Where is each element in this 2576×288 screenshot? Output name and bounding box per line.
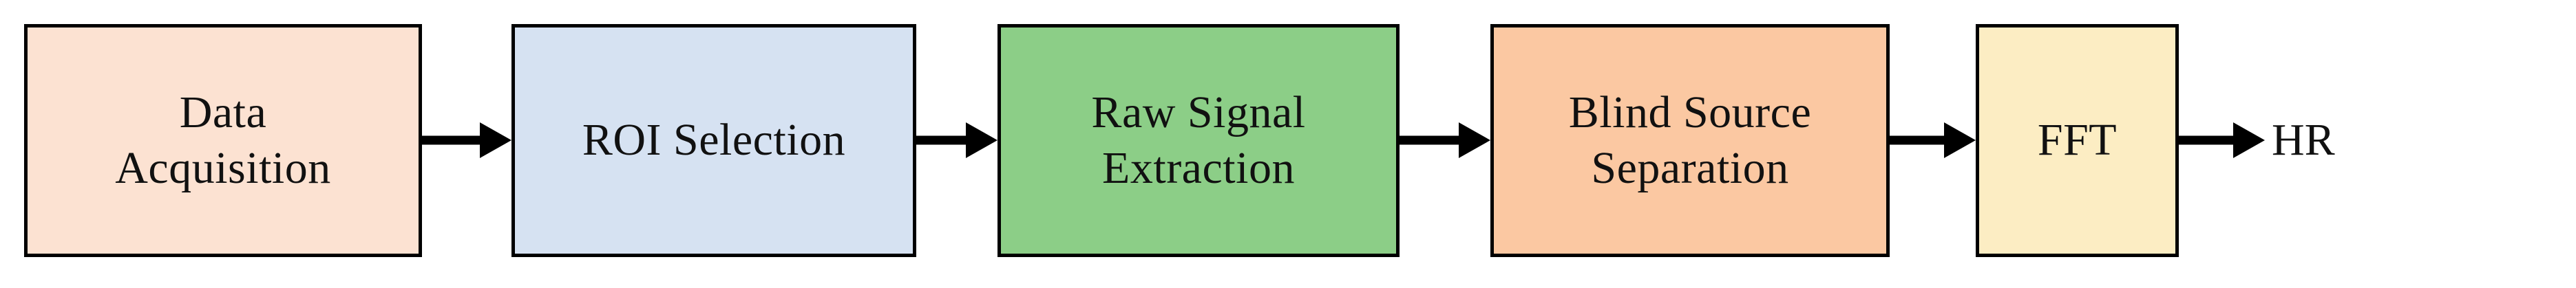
flow-node-roi-selection[interactable]: ROI Selection	[511, 24, 916, 257]
arrow-shaft	[422, 135, 480, 145]
arrow-head-icon	[480, 122, 511, 158]
arrow-head-icon	[966, 122, 997, 158]
flow-node-blind-source-separation[interactable]: Blind Source Separation	[1490, 24, 1890, 257]
arrow-shaft	[1890, 135, 1944, 145]
arrow-blind-source-separation-to-fft	[1890, 122, 1976, 158]
flow-node-label: Data Acquisition	[115, 87, 331, 193]
arrow-raw-signal-extraction-to-blind-source-separation	[1400, 122, 1490, 158]
flow-node-fft[interactable]: FFT	[1976, 24, 2179, 257]
arrow-shaft	[1400, 135, 1459, 145]
arrow-shaft	[2179, 135, 2233, 145]
flow-output-label-hr: HR	[2272, 115, 2335, 165]
flow-node-label: Blind Source Separation	[1568, 87, 1812, 193]
flow-node-label: Raw Signal Extraction	[1091, 87, 1306, 193]
arrow-shaft	[916, 135, 966, 145]
arrow-head-icon	[2233, 122, 2265, 158]
arrow-head-icon	[1459, 122, 1490, 158]
flow-node-label: ROI Selection	[582, 115, 846, 166]
flow-node-label: FFT	[2037, 115, 2118, 166]
flow-node-raw-signal-extraction[interactable]: Raw Signal Extraction	[997, 24, 1400, 257]
flow-node-data-acquisition[interactable]: Data Acquisition	[24, 24, 422, 257]
arrow-roi-selection-to-raw-signal-extraction	[916, 122, 997, 158]
arrow-data-acquisition-to-roi-selection	[422, 122, 511, 158]
arrow-head-icon	[1944, 122, 1976, 158]
arrow-fft-to-hr	[2179, 122, 2265, 158]
